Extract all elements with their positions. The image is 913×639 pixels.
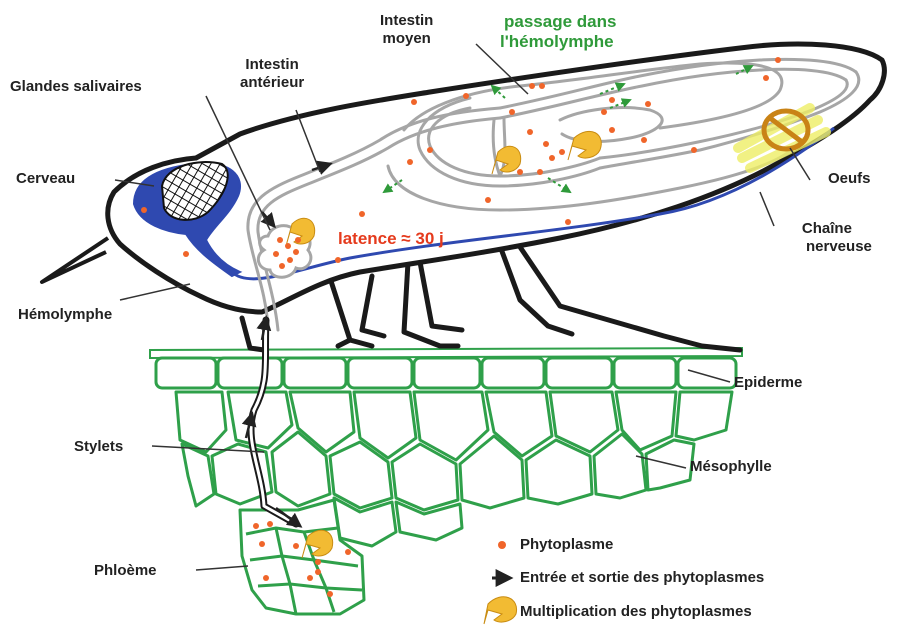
label-passage-line1: passage dans bbox=[500, 12, 616, 32]
label-hemolymphe: Hémolymphe bbox=[18, 306, 112, 324]
label-passage-line2: l'hémolymphe bbox=[500, 32, 616, 52]
legend-phytoplasme: Phytoplasme bbox=[520, 536, 613, 554]
curved-arrow-icon bbox=[484, 597, 517, 624]
label-stylets: Stylets bbox=[74, 438, 123, 456]
label-intestin-moyen: Intestin moyen bbox=[380, 12, 433, 48]
label-intestin-anterieur-line1: Intestin bbox=[240, 56, 304, 74]
label-intestin-moyen-line2: moyen bbox=[380, 30, 433, 48]
legend-multiplication: Multiplication des phytoplasmes bbox=[520, 603, 752, 621]
label-intestin-moyen-line1: Intestin bbox=[380, 12, 433, 30]
label-epiderme: Epiderme bbox=[734, 374, 802, 392]
label-glandes-salivaires: Glandes salivaires bbox=[10, 78, 142, 96]
antenna bbox=[42, 238, 108, 282]
label-latence: latence ≈ 30 j bbox=[338, 230, 444, 248]
label-phloeme: Phloème bbox=[94, 562, 157, 580]
epidermis-cells bbox=[156, 358, 736, 388]
legend-entree-sortie: Entrée et sortie des phytoplasmes bbox=[520, 569, 764, 587]
insect bbox=[42, 44, 884, 597]
label-chaine-nerveuse: Chaîne nerveuse bbox=[782, 220, 872, 256]
label-intestin-anterieur: Intestin antérieur bbox=[240, 56, 304, 92]
label-chaine-line2: nerveuse bbox=[782, 238, 872, 256]
label-intestin-anterieur-line2: antérieur bbox=[240, 74, 304, 92]
label-mesophylle: Mésophylle bbox=[690, 458, 772, 476]
legend-icons bbox=[484, 541, 517, 624]
phytoplasma-dot-icon bbox=[498, 541, 506, 549]
label-oeufs: Oeufs bbox=[828, 170, 871, 188]
label-cerveau: Cerveau bbox=[16, 170, 75, 188]
label-chaine-line1: Chaîne bbox=[782, 220, 872, 238]
label-passage: passage dans l'hémolymphe bbox=[500, 12, 616, 52]
